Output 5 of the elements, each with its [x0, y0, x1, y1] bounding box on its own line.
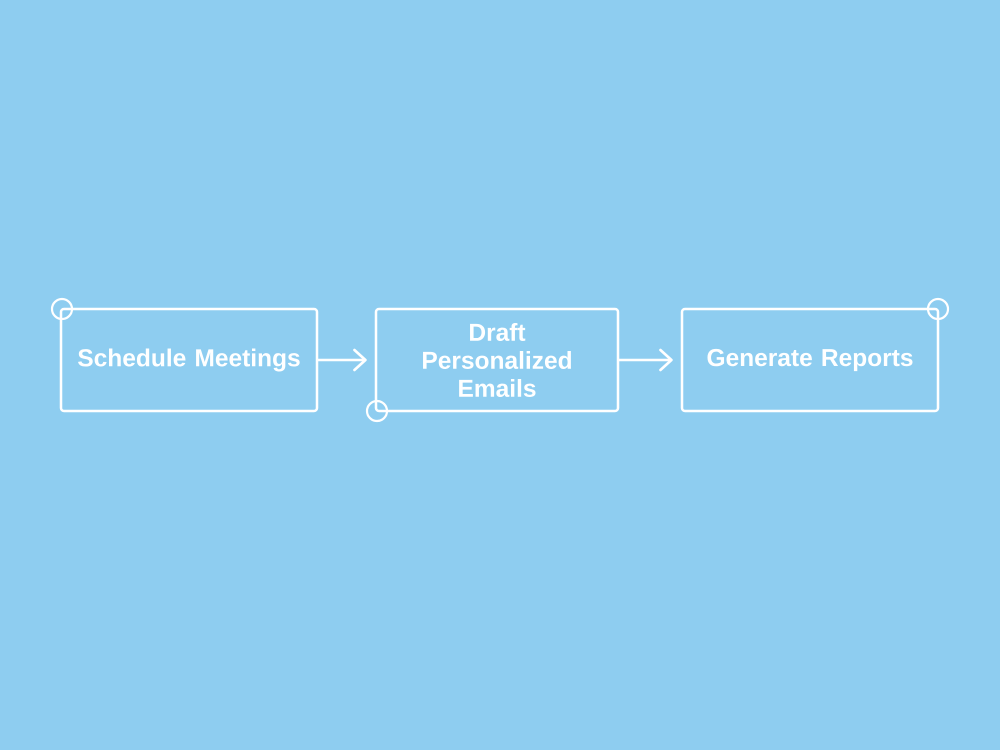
process-box: Generate Reports [680, 308, 940, 412]
process-box: Schedule Meetings [60, 308, 318, 412]
arrow [316, 348, 367, 372]
arrow [618, 348, 673, 372]
process-box: Draft Personalized Emails [374, 308, 620, 412]
